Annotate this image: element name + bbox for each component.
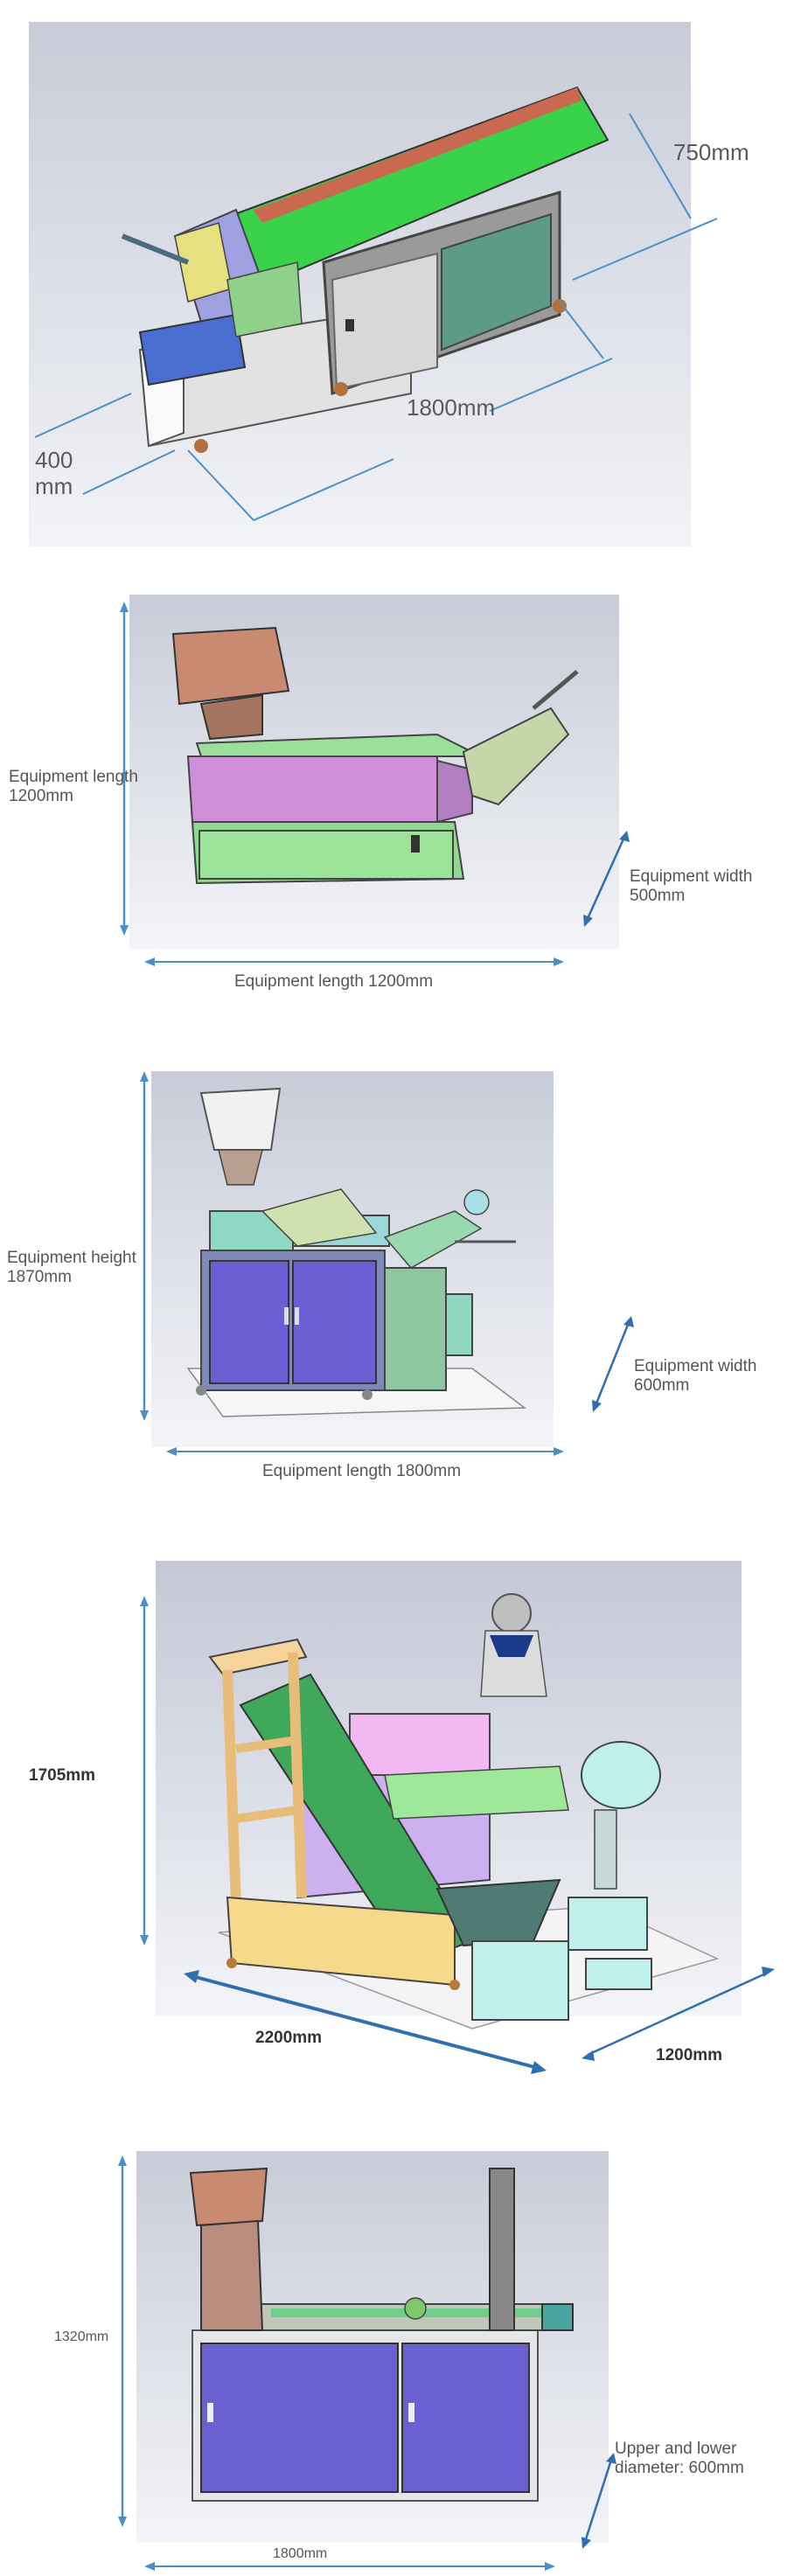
height-dimension-label: 1705mm <box>29 1766 96 1785</box>
machine-render-5 <box>118 2151 616 2571</box>
machine-render-1 <box>29 22 718 547</box>
panel-3: Equipment height 1870mm Equipment width … <box>0 1041 787 1486</box>
height-dimension-label: 1320mm <box>54 2329 109 2344</box>
machine-render-4 <box>140 1561 775 2074</box>
width-dimension-label: Equipment width 500mm <box>630 867 753 905</box>
length-dimension-label: Equipment length 1800mm <box>262 1462 462 1480</box>
height-dimension-label: 400 mm <box>35 447 73 499</box>
length-dimension-label: 1800mm <box>407 394 496 421</box>
width-dimension-label: Upper and lower diameter: 600mm <box>615 2440 744 2477</box>
width-dimension-label: Equipment width 600mm <box>634 1357 757 1395</box>
height-dimension-label: Equipment length 1200mm <box>9 768 138 805</box>
width-dimension-label: 1200mm <box>656 2046 723 2064</box>
panel-5: 1320mm 1800mm Upper and lower diameter: … <box>0 2125 787 2576</box>
length-dimension-label: 2200mm <box>255 2029 323 2047</box>
length-dimension-label: Equipment length 1200mm <box>234 972 434 991</box>
length-dimension-label: 1800mm <box>273 2546 328 2561</box>
panel-4: 1705mm 2200mm 1200mm <box>0 1486 787 2125</box>
width-dimension-label: 750mm <box>673 139 749 165</box>
panel-2: Equipment length 1200mm Equipment width … <box>0 568 787 1041</box>
machine-render-2 <box>120 595 630 966</box>
height-dimension-label: Equipment height 1870mm <box>7 1249 136 1286</box>
panel-1: 750mm 1800mm 400 mm <box>0 0 787 568</box>
machine-render-3 <box>140 1071 634 1456</box>
